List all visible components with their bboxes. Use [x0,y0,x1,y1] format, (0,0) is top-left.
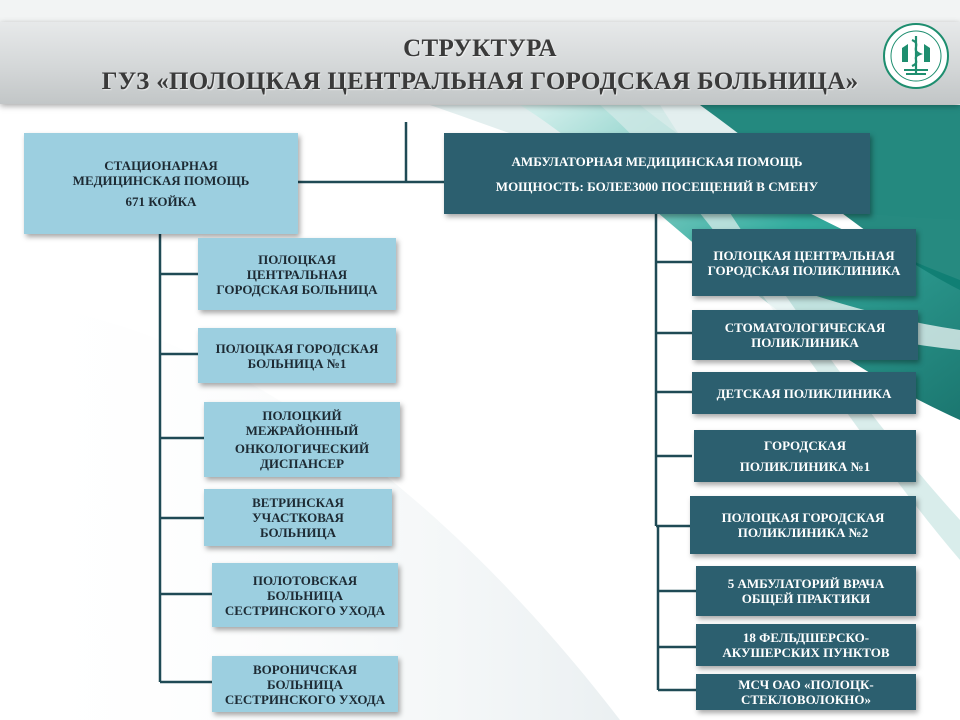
inpatient-title-line1: СТАЦИОНАРНАЯ [104,158,218,173]
unit-label: ГОРОДСКАЯ БОЛЬНИЦА [216,281,378,297]
outpatient-capacity: МОЩНОСТЬ: БОЛЕЕ3000 ПОСЕЩЕНИЙ В СМЕНУ [495,178,819,194]
unit-label: ПОЛИКЛИНИКА №1 [739,459,871,474]
unit-label: ПОЛОТОВСКАЯ [252,572,358,588]
unit-label: УЧАСТКОВАЯ [252,510,344,525]
hospital-logo-icon [883,23,949,89]
unit-label: МЕЖРАЙОННЫЙ [245,423,359,438]
unit-label: СТОМАТОЛОГИЧЕСКАЯ [724,320,886,335]
unit-label: ПОЛОЦКАЯ ГОРОДСКАЯ [721,510,885,525]
unit-label: 18 ФЕЛЬДШЕРСКО- [742,630,870,645]
inpatient-unit: ПОЛОЦКАЯ ГОРОДСКАЯ БОЛЬНИЦА №1 [198,328,396,383]
inpatient-unit: ВОРОНИЧСКАЯ БОЛЬНИЦА СЕСТРИНСКОГО УХОДА [212,656,398,712]
unit-label: ОНКОЛОГИЧЕСКИЙ [234,441,370,456]
unit-label: ВОРОНИЧСКАЯ [252,661,358,677]
outpatient-unit: СТОМАТОЛОГИЧЕСКАЯ ПОЛИКЛИНИКА [692,310,918,360]
outpatient-unit: ГОРОДСКАЯ ПОЛИКЛИНИКА №1 [694,430,916,482]
unit-label: ПОЛИКЛИНИКА №2 [737,525,869,540]
unit-label: МСЧ ОАО «ПОЛОЦК- [738,677,874,692]
inpatient-unit: ПОЛОЦКАЯ ЦЕНТРАЛЬНАЯ ГОРОДСКАЯ БОЛЬНИЦА [198,238,396,310]
inpatient-beds: 671 КОЙКА [125,194,197,209]
unit-label: БОЛЬНИЦА [267,587,343,603]
unit-label: ЦЕНТРАЛЬНАЯ [246,266,348,282]
unit-label: БОЛЬНИЦА [260,525,336,540]
unit-label: СЕСТРИНСКОГО УХОДА [224,691,386,707]
unit-label: АКУШЕРСКИХ ПУНКТОВ [722,645,890,660]
unit-label: ОБЩЕЙ ПРАКТИКИ [741,591,871,606]
outpatient-unit: ПОЛОЦКАЯ ЦЕНТРАЛЬНАЯ ГОРОДСКАЯ ПОЛИКЛИНИ… [692,229,916,296]
unit-label: ДИСПАНСЕР [259,456,345,471]
unit-label: ПОЛОЦКАЯ [258,251,336,267]
outpatient-unit: ПОЛОЦКАЯ ГОРОДСКАЯ ПОЛИКЛИНИКА №2 [690,496,916,554]
outpatient-unit: МСЧ ОАО «ПОЛОЦК- СТЕКЛОВОЛОКНО» [696,674,916,710]
unit-label: ДЕТСКАЯ ПОЛИКЛИНИКА [716,385,892,401]
unit-label: ВЕТРИНСКАЯ [252,495,344,510]
unit-label: ГОРОДСКАЯ [764,438,846,453]
unit-label: 5 АМБУЛАТОРИЙ ВРАЧА [727,576,885,591]
outpatient-title: АМБУЛАТОРНАЯ МЕДИЦИНСКАЯ ПОМОЩЬ [511,153,803,169]
page-title: СТРУКТУРА [403,35,557,62]
title-bar [0,22,960,104]
inpatient-unit: ПОЛОЦКИЙ МЕЖРАЙОННЫЙ ОНКОЛОГИЧЕСКИЙ ДИСП… [204,402,400,477]
unit-label: ПОЛОЦКИЙ [262,408,342,423]
page-subtitle: ГУЗ «ПОЛОЦКАЯ ЦЕНТРАЛЬНАЯ ГОРОДСКАЯ БОЛЬ… [101,68,859,95]
inpatient-unit: ВЕТРИНСКАЯ УЧАСТКОВАЯ БОЛЬНИЦА [204,489,392,546]
outpatient-care-block: АМБУЛАТОРНАЯ МЕДИЦИНСКАЯ ПОМОЩЬ МОЩНОСТЬ… [444,133,870,214]
unit-label: БОЛЬНИЦА №1 [247,355,347,371]
inpatient-care-block: СТАЦИОНАРНАЯ МЕДИЦИНСКАЯ ПОМОЩЬ 671 КОЙК… [24,133,298,234]
inpatient-title-line2: МЕДИЦИНСКАЯ ПОМОЩЬ [72,173,250,188]
unit-label: БОЛЬНИЦА [267,676,343,692]
unit-label: СТЕКЛОВОЛОКНО» [740,692,872,707]
unit-label: ПОЛОЦКАЯ ГОРОДСКАЯ [215,340,379,356]
unit-label: ПОЛОЦКАЯ ЦЕНТРАЛЬНАЯ [713,247,895,263]
outpatient-unit: ДЕТСКАЯ ПОЛИКЛИНИКА [692,372,916,414]
unit-label: ПОЛИКЛИНИКА [751,335,859,350]
inpatient-unit: ПОЛОТОВСКАЯ БОЛЬНИЦА СЕСТРИНСКОГО УХОДА [212,563,398,627]
unit-label: ГОРОДСКАЯ ПОЛИКЛИНИКА [707,262,901,278]
outpatient-unit: 18 ФЕЛЬДШЕРСКО- АКУШЕРСКИХ ПУНКТОВ [696,624,916,666]
outpatient-unit: 5 АМБУЛАТОРИЙ ВРАЧА ОБЩЕЙ ПРАКТИКИ [696,566,916,616]
unit-label: СЕСТРИНСКОГО УХОДА [224,602,386,618]
